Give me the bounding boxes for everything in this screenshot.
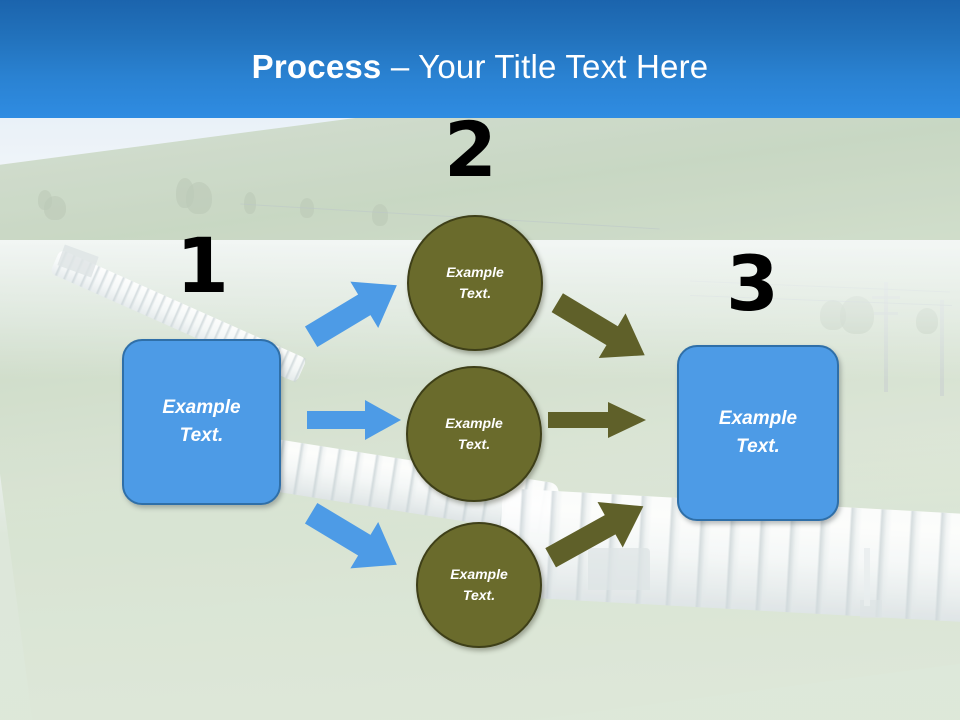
left-process-box-line1: Example <box>162 397 241 419</box>
circle-bottom-line2: Text. <box>462 587 496 603</box>
arrow-left-to-circle-middle <box>305 398 403 442</box>
circle-top-line2: Text. <box>458 285 492 301</box>
left-process-box-text: Example Text. <box>154 394 248 449</box>
circle-top[interactable]: Example Text. <box>407 215 543 351</box>
circle-middle[interactable]: Example Text. <box>406 366 542 502</box>
tree-icon <box>372 204 388 226</box>
circle-middle-line2: Text. <box>457 436 491 452</box>
right-process-box-line2: Text. <box>736 436 780 457</box>
page-title: Process – Your Title Text Here <box>0 50 960 83</box>
page-title-rest: – Your Title Text Here <box>381 48 709 85</box>
arrow-left-to-circle-top <box>300 272 408 350</box>
tree-icon <box>186 182 212 214</box>
page-title-bold: Process <box>251 48 382 85</box>
circle-bottom-line1: Example <box>450 566 508 582</box>
step-number-1: 1 <box>176 221 229 310</box>
left-process-box-line2: Text. <box>179 425 224 446</box>
right-process-box-line1: Example <box>718 408 798 430</box>
arrow-circle-top-to-right <box>546 290 656 368</box>
pipeline-riser-pipe <box>864 548 870 606</box>
circle-middle-text: Example Text. <box>437 413 511 455</box>
circle-top-text: Example Text. <box>438 262 512 304</box>
tree-icon <box>44 196 66 220</box>
tree-icon <box>244 192 256 214</box>
circle-middle-line1: Example <box>445 415 503 431</box>
circle-bottom-text: Example Text. <box>442 564 516 606</box>
circle-bottom[interactable]: Example Text. <box>416 522 542 648</box>
arrow-circle-middle-to-right <box>546 400 648 440</box>
left-process-box[interactable]: Example Text. <box>122 339 281 505</box>
step-number-2: 2 <box>444 105 497 194</box>
header-band <box>0 0 960 118</box>
right-process-box[interactable]: Example Text. <box>677 345 839 521</box>
pipeline-valve-housing <box>588 548 650 590</box>
arrow-circle-bottom-to-right <box>538 492 656 572</box>
right-process-box-text: Example Text. <box>711 405 805 460</box>
circle-top-line1: Example <box>446 264 504 280</box>
step-number-3: 3 <box>726 239 779 328</box>
arrow-left-to-circle-bottom <box>300 500 408 578</box>
